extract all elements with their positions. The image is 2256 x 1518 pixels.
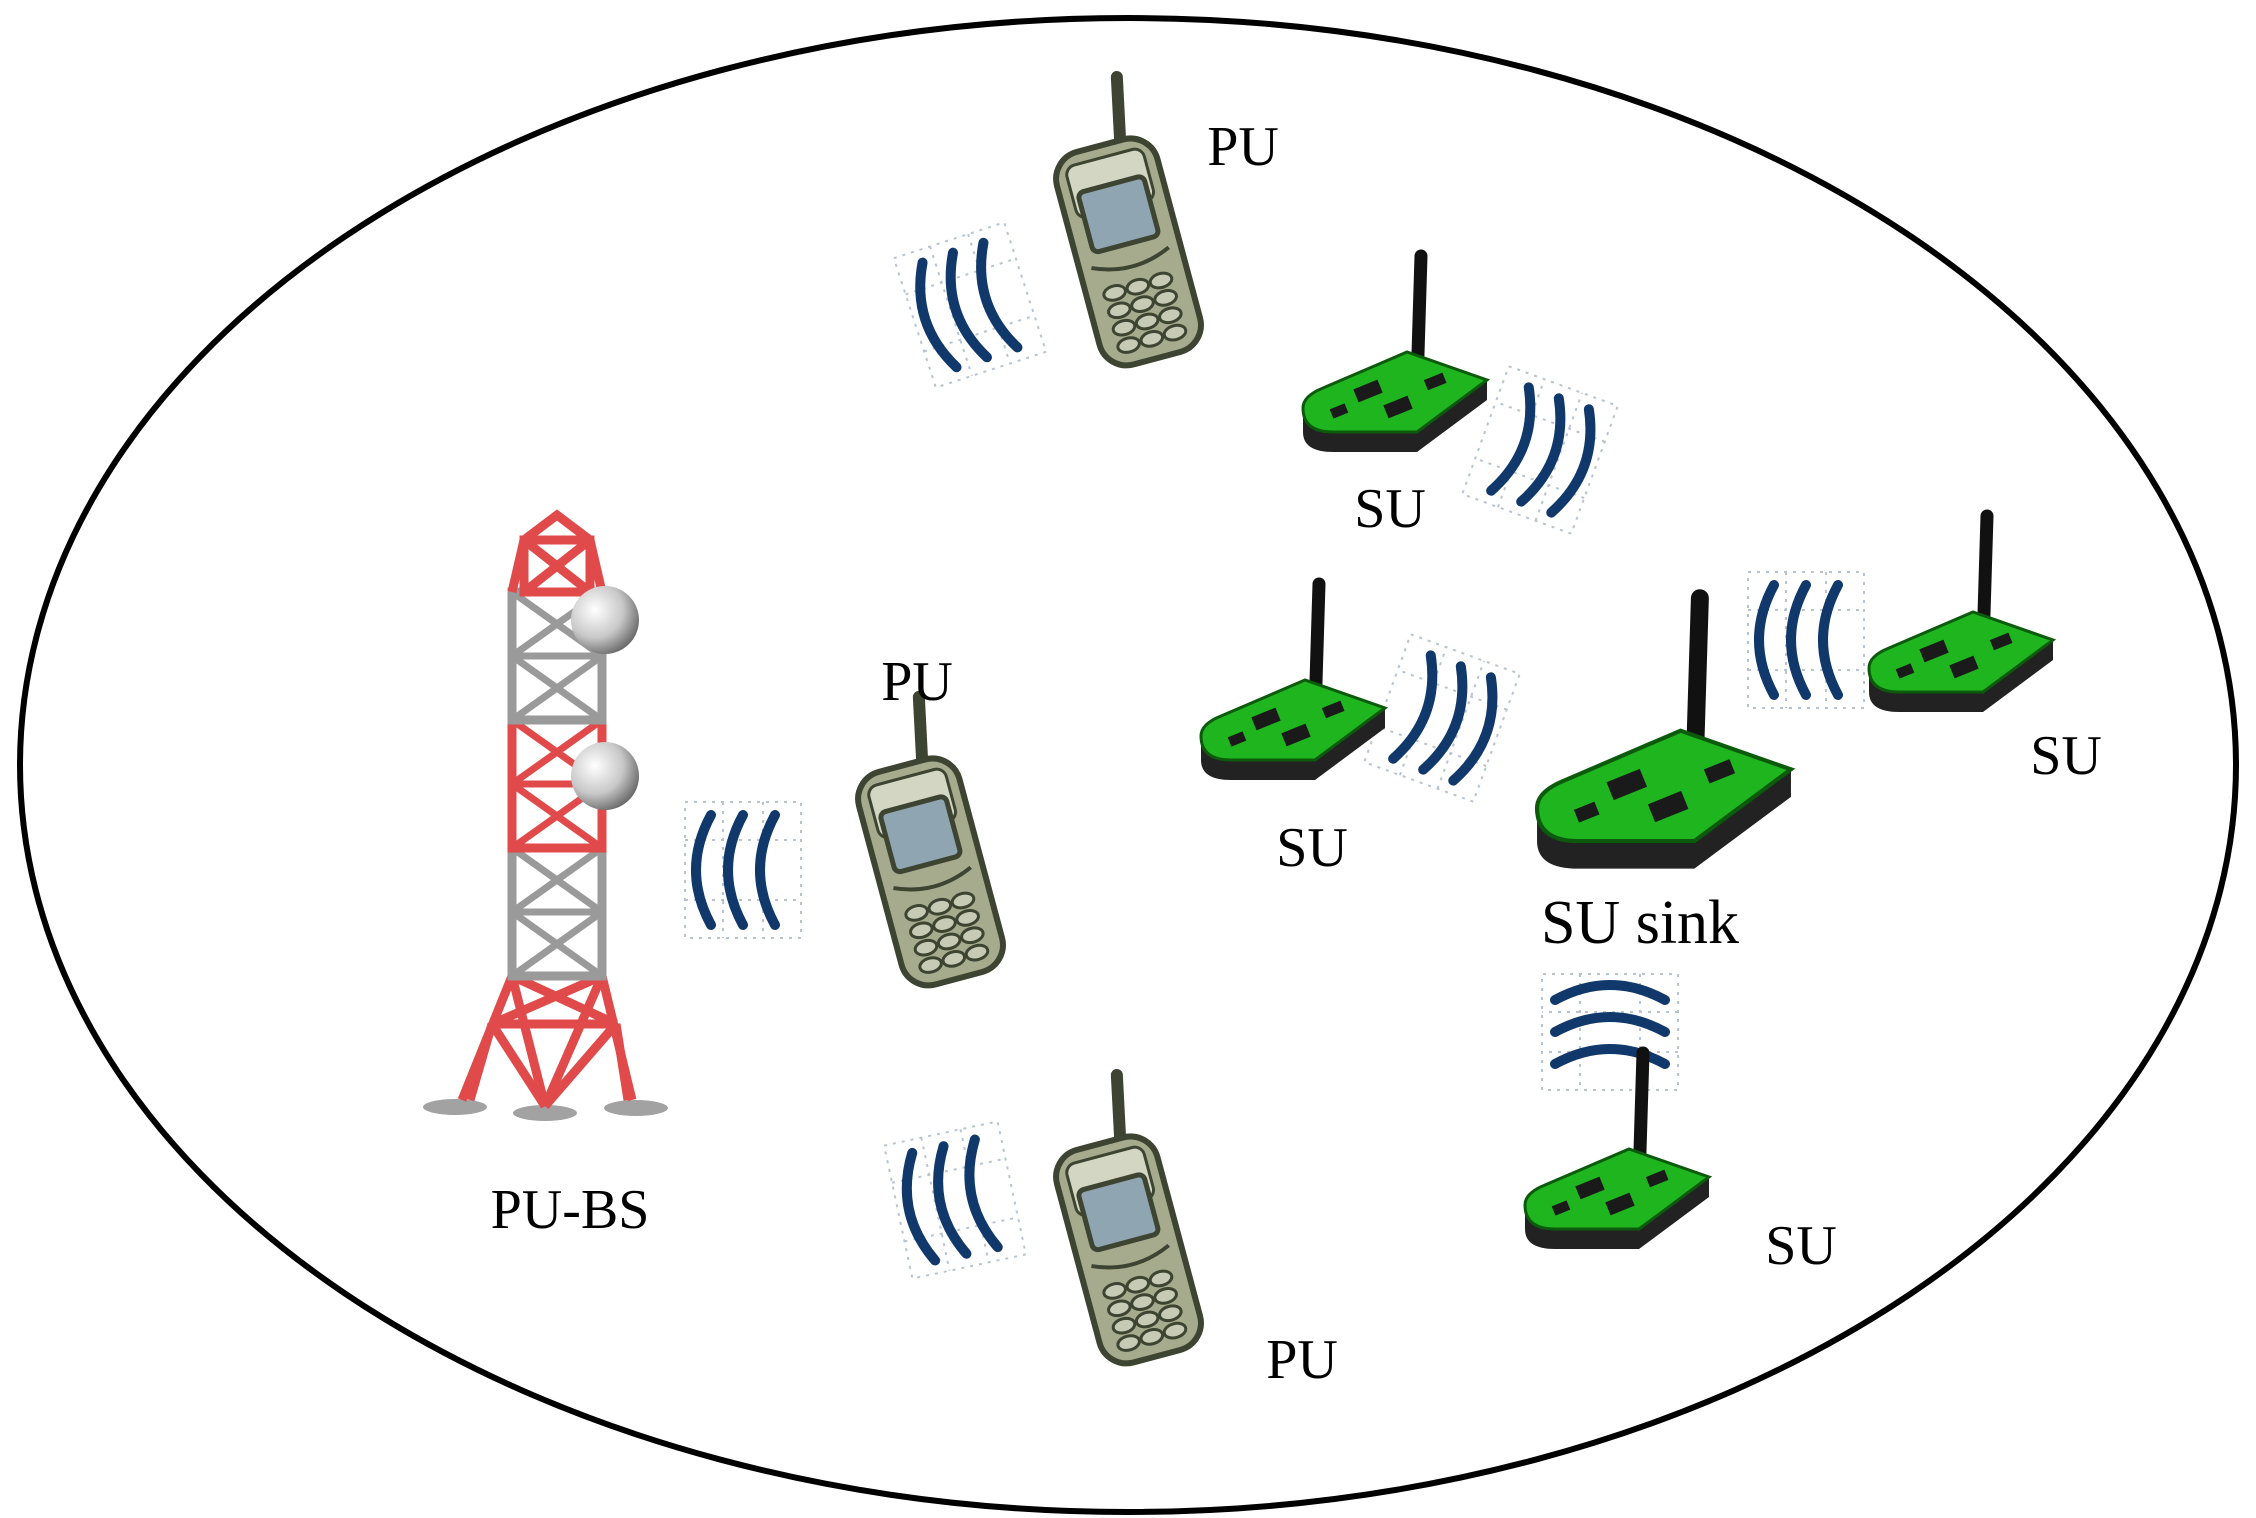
su-left-label: SU <box>1276 817 1348 879</box>
pu-bottom-label: PU <box>1266 1329 1338 1391</box>
su-top-label: SU <box>1354 478 1426 540</box>
pu-middle-label: PU <box>881 651 953 713</box>
su-right-label: SU <box>2030 725 2102 787</box>
cell-tower-icon <box>423 509 668 1121</box>
pu-top-label: PU <box>1207 116 1279 178</box>
su-bottom-label: SU <box>1765 1215 1837 1277</box>
pu-bs-label: PU-BS <box>491 1179 650 1241</box>
network-boundary <box>17 15 2239 1515</box>
su-sink-label: SU sink <box>1541 889 1739 957</box>
